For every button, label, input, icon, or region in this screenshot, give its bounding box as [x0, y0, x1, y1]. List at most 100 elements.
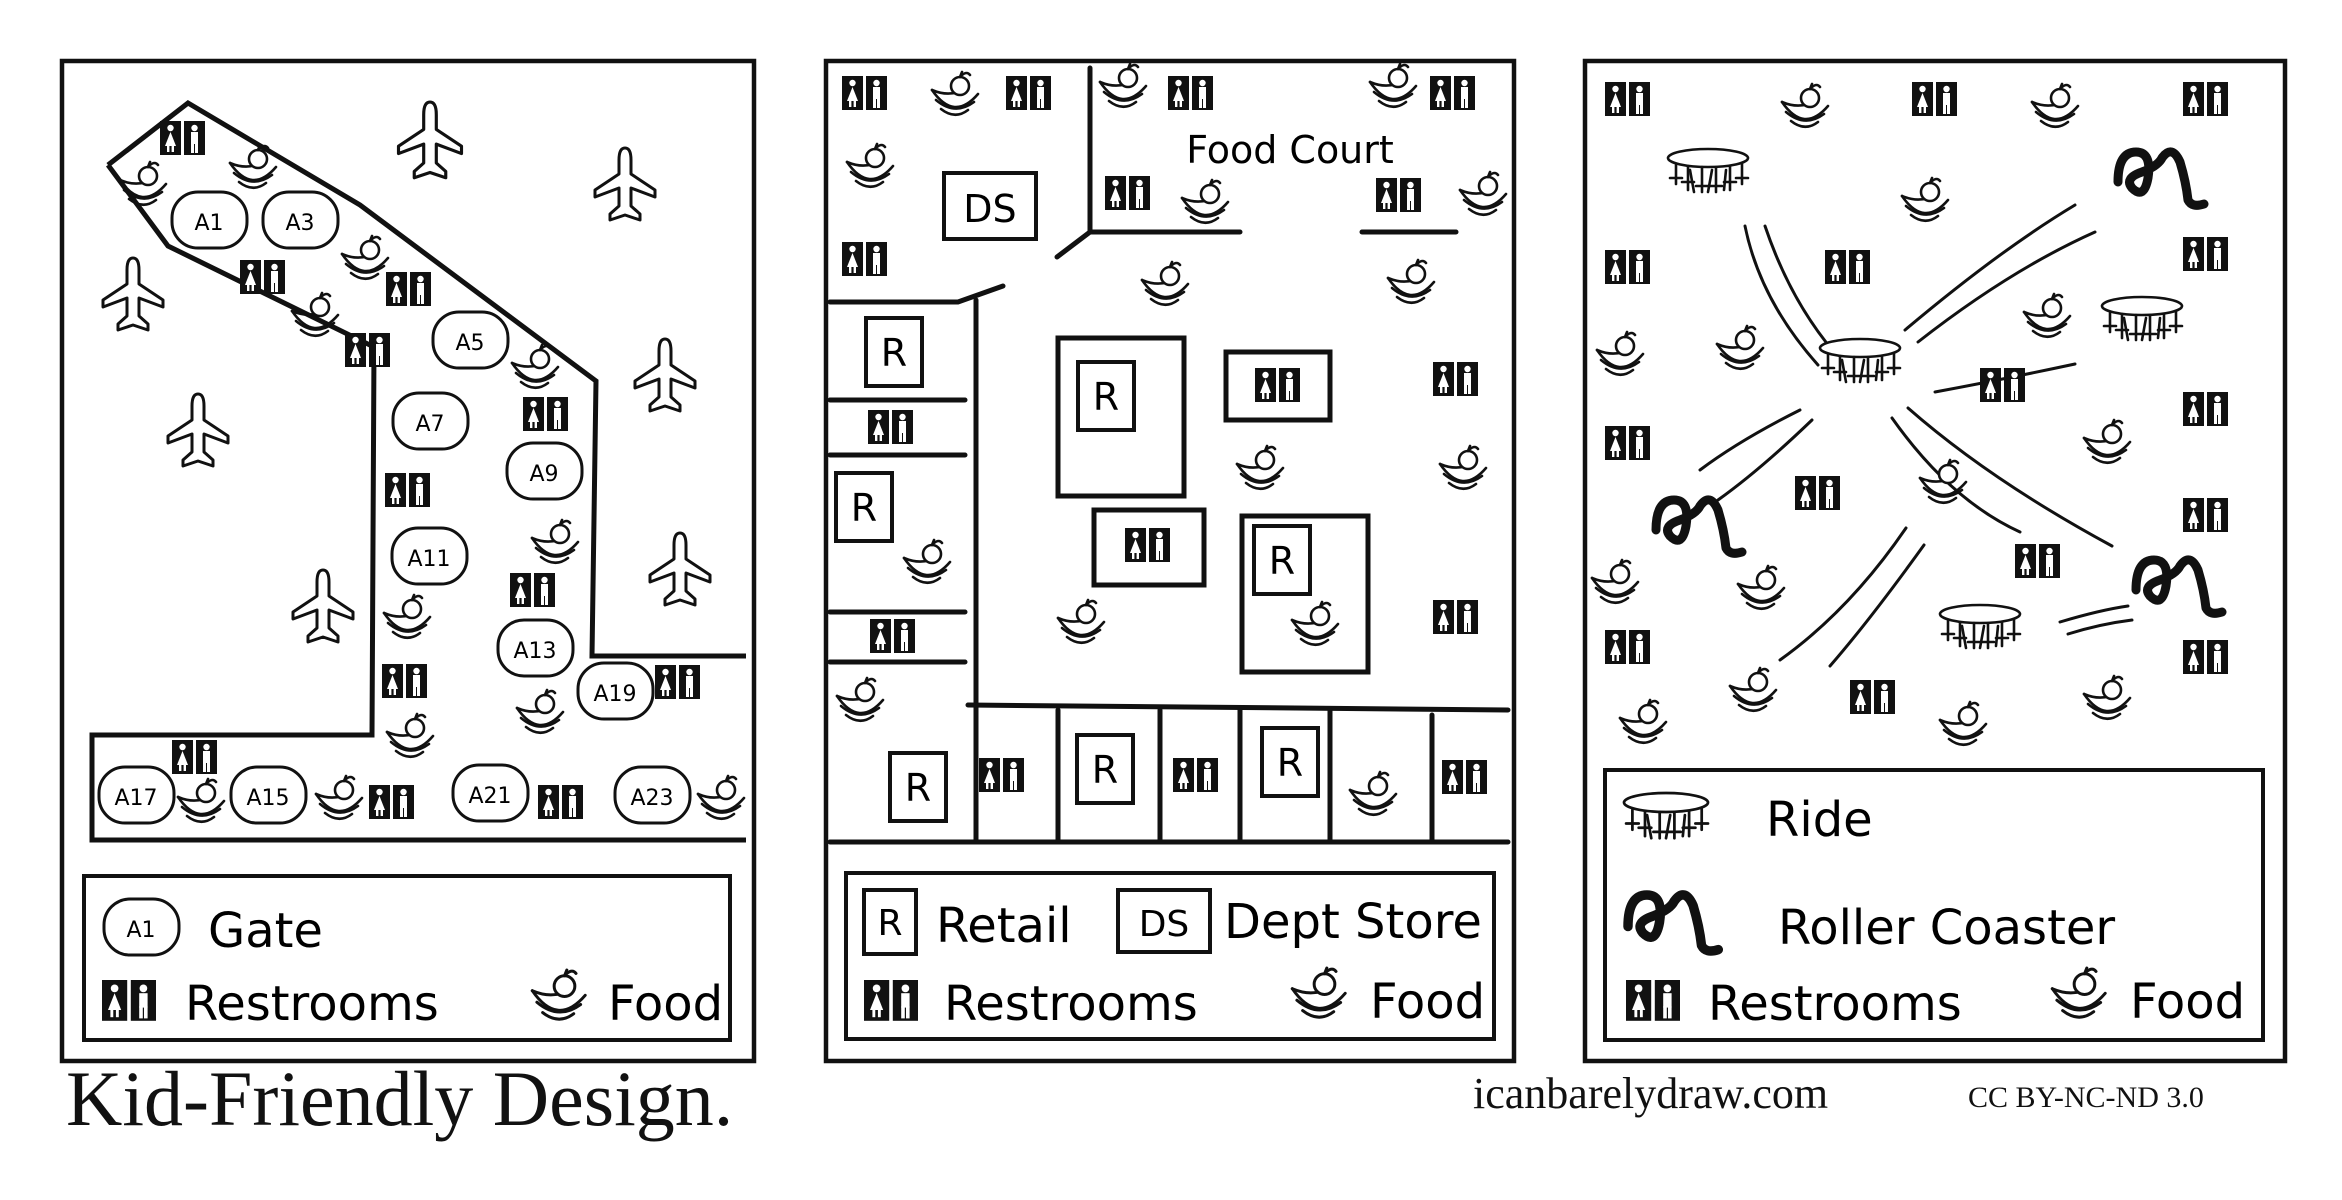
restroom-icon: [979, 758, 1024, 792]
terminal-outline: [89, 163, 746, 843]
retail-store: R: [888, 751, 948, 823]
legend-retail-label: Retail: [936, 898, 1072, 954]
food-basket-icon: [1368, 62, 1418, 109]
legend-gate-label: Gate: [208, 903, 323, 959]
gate-a17: A17: [97, 765, 176, 825]
license-credit: CC BY-NC-ND 3.0: [1968, 1081, 2204, 1114]
mall-walls: [827, 65, 1511, 845]
gate-label: A23: [630, 786, 673, 811]
food-basket-icon: [1235, 444, 1285, 491]
dept-store-label: DS: [963, 187, 1016, 231]
restroom-icon: [1430, 76, 1475, 110]
food-basket-icon: [1918, 458, 1968, 505]
food-basket-icon: [1780, 82, 1830, 129]
retail-legend-icon-label: R: [877, 903, 902, 944]
food-basket-icon: [902, 538, 952, 585]
restroom-icon: [1605, 426, 1650, 460]
legend-food-label: Food: [2130, 974, 2245, 1030]
retail-store: R: [834, 471, 894, 543]
restroom-icon: [240, 260, 285, 294]
carousel-ride-icon: [1622, 791, 1710, 840]
retail-label: R: [881, 331, 907, 375]
food-basket-icon: [1056, 598, 1106, 645]
legend-restrooms-label: Restrooms: [185, 976, 439, 1032]
food-basket-icon: [515, 688, 565, 735]
food-basket-icon: [1938, 700, 1988, 747]
retail-label: R: [1093, 375, 1119, 419]
food-basket-icon: [835, 676, 885, 723]
restroom-icon: [1912, 82, 1957, 116]
dept-store-legend-icon-label: DS: [1139, 904, 1190, 945]
restroom-icon: [2183, 392, 2228, 426]
restroom-icon: [1850, 680, 1895, 714]
roller-coaster-icon: [2118, 152, 2204, 205]
roller-coaster-icon: [1628, 895, 1718, 951]
panel-theme-park: Ride Roller Coaster Restrooms Food: [1582, 58, 2288, 1064]
restroom-icon: [382, 664, 427, 698]
legend-theme-park: Ride Roller Coaster Restrooms Food: [1603, 768, 2265, 1042]
restroom-icon: [1825, 250, 1870, 284]
carousel-ride-icon: [1938, 603, 2022, 650]
food-basket-icon: [1438, 444, 1488, 491]
restroom-icon: [1433, 600, 1478, 634]
gate-a5: A5: [431, 310, 510, 370]
restroom-icon: [1605, 630, 1650, 664]
park-paths: [1698, 203, 2134, 668]
legend-airport: A1 Gate Restrooms Food: [82, 874, 732, 1042]
food-basket-icon: [2030, 82, 2080, 129]
food-basket-icon: [2050, 966, 2107, 1019]
gate-label: A1: [194, 211, 223, 236]
panel-frame: [1582, 58, 2288, 1064]
restroom-icon: [345, 333, 390, 367]
panel-airport: A1 A3 A5 A7 A9 A11 A13 A19: [59, 58, 757, 1064]
restroom-icon: [1006, 76, 1051, 110]
food-basket-icon: [118, 160, 168, 207]
restroom-icon: [1605, 82, 1650, 116]
food-basket-icon: [510, 343, 560, 390]
restroom-icon: [868, 410, 913, 444]
restroom-icon: [2183, 82, 2228, 116]
retail-label: R: [1269, 539, 1295, 583]
restroom-icon: [1125, 528, 1170, 562]
restroom-icon: [523, 397, 568, 431]
carousel-ride-icon: [1818, 337, 1902, 384]
food-basket-icon: [340, 234, 390, 281]
gate-legend-icon: [102, 897, 181, 957]
gate-a1: A1: [170, 190, 249, 250]
food-basket-icon: [1290, 966, 1347, 1019]
gate-a15: A15: [229, 765, 308, 825]
restroom-icon: [1105, 176, 1150, 210]
retail-label: R: [851, 486, 877, 530]
food-basket-icon: [1348, 770, 1398, 817]
retail-store: R: [1055, 335, 1187, 499]
gate-a23: A23: [613, 765, 692, 825]
gate-a3: A3: [261, 190, 340, 250]
gate-label: A21: [468, 784, 511, 809]
food-basket-icon: [1736, 564, 1786, 611]
restroom-icon: [870, 619, 915, 653]
roller-coaster-icon: [2136, 560, 2222, 613]
gate-a13: A13: [496, 618, 575, 678]
legend-food-label: Food: [1370, 974, 1485, 1030]
restroom-icon: [864, 980, 918, 1021]
restroom-icon: [1795, 476, 1840, 510]
food-basket-icon: [1618, 698, 1668, 745]
legend-ride-label: Ride: [1766, 792, 1873, 848]
food-basket-icon: [930, 70, 980, 117]
airplane-icon: [101, 256, 165, 332]
gate-label: A15: [246, 786, 289, 811]
restroom-icon: [1605, 250, 1650, 284]
legend-restrooms-label: Restrooms: [1708, 976, 1962, 1032]
gate-label: A19: [593, 682, 636, 707]
panel-mall: Food Court DS R R R R R R R: [823, 58, 1517, 1064]
restroom-icon: [1255, 368, 1300, 402]
gate-label: A3: [285, 211, 314, 236]
food-basket-icon: [1386, 258, 1436, 305]
airplane-icon: [633, 337, 697, 413]
food-basket-icon: [530, 518, 580, 565]
gate-label: A13: [513, 639, 556, 664]
food-basket-icon: [1900, 176, 1950, 223]
restroom-icon: [538, 785, 583, 819]
legend-dept-store-label: Dept Store: [1224, 894, 1482, 950]
food-basket-icon: [1098, 62, 1148, 109]
